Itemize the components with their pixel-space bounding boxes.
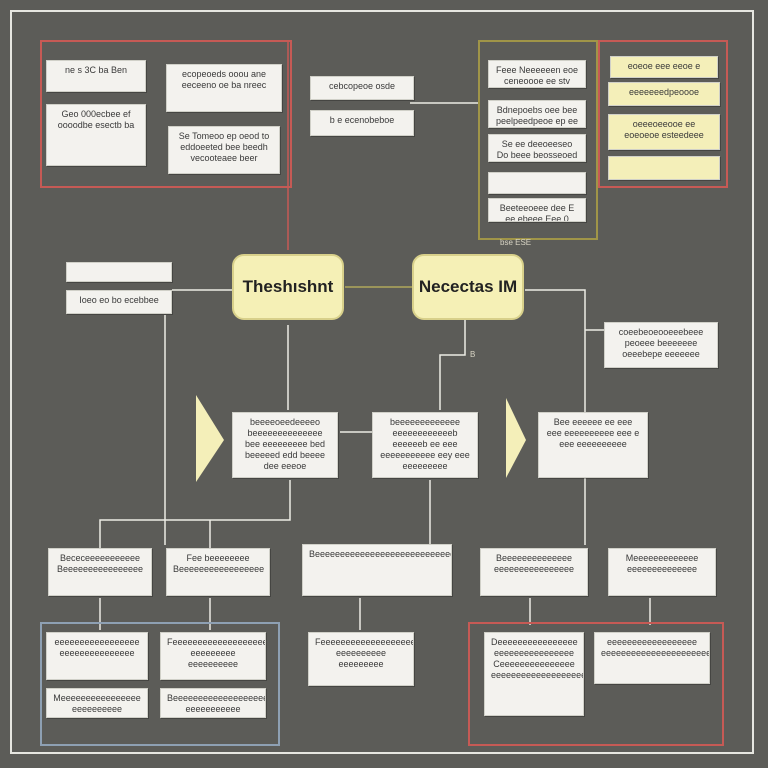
group-bottom-right (468, 622, 724, 746)
bottomright-box-2: eeeeeeeeeeeeeeeeee eeeeeeeeeeeeeeeeeeeee… (594, 632, 710, 684)
lowrow-box-d: Beeeeeeeeeeeeee eeeeeeeeeeeeeeee (480, 548, 588, 596)
topmid-box-1: cebcopeoe osde (310, 76, 414, 100)
topleft-box-4: Se Tomeoo ep oeod to eddoeeted bee beedh… (168, 126, 280, 174)
arrow-left-marker (196, 395, 224, 482)
group-top-left (40, 40, 292, 188)
topleft-box-1: ne s 3C ba Ben (46, 60, 146, 92)
leftmid-box-1 (66, 262, 172, 282)
olive-box-2: Bdnepoebs oee bee peelpeedpeoe ep ee (488, 100, 586, 128)
topleft-box-2: Geo 000ecbee ef oooodbe esectb ba (46, 104, 146, 166)
group-top-right-red (598, 40, 728, 188)
olive-box-3: Se ee deeoeeseo Do beee beosseoed (488, 134, 586, 162)
yellow-box-1: eoeoe eee eeoe e (610, 56, 718, 78)
group-bottom-left (40, 622, 280, 746)
diagram-frame (10, 10, 754, 754)
topmid-box-2: b e ecenobeboe (310, 110, 414, 136)
connector-righthub-mid (439, 320, 466, 410)
hub-right[interactable]: Necectas IM (412, 254, 524, 320)
yellow-box-3: oeeeoeeooe ee eoeoeoe esteedeee (608, 114, 720, 150)
olive-tag: bse ESE (500, 238, 532, 247)
olive-box-5: Beeteeoeee dee E ee ebeee Eee 0 (488, 198, 586, 222)
bottommid-box: Feeeeeeeeeeeeeeeeeeee eeeeeeeeee eeeeeee… (308, 632, 414, 686)
midrow-box-c: Bee eeeeee ee eee eee eeeeeeeeee eee e e… (538, 412, 648, 478)
group-top-right-olive (478, 40, 598, 240)
lowrow-box-e: Meeeeeeeeeeeee eeeeeeeeeeeeee (608, 548, 716, 596)
mid-tag: B (470, 350, 476, 359)
bottomleft-box-4: Beeeeeeeeeeeeeeeeeee eeeeeeeeeee (160, 688, 266, 718)
connector-mid-a-down (99, 480, 291, 548)
hub-left[interactable]: Theshıshnt (232, 254, 344, 320)
lowrow-box-a: Bececeeeeeeeeeee Beeeeeeeeeeeeeeee (48, 548, 152, 596)
bottomleft-box-3: Meeeeeeeeeeeeeeee eeeeeeeeee (46, 688, 148, 718)
bottomleft-box-1: eeeeeeeeeeeeeeeee eeeeeeeeeeeeeee (46, 632, 148, 680)
bottomright-box-1: Deeeeeeeeeeeeeeee eeeeeeeeeeeeeeee Ceeee… (484, 632, 584, 716)
rightmid-box: coeebeoeooeeebeee peoeee beeeeeee oeeebe… (604, 322, 718, 368)
olive-box-4 (488, 172, 586, 194)
yellow-box-2: eeeeeeedpeoooe (608, 82, 720, 106)
lowrow-box-b: Fee beeeeeeee Beeeeeeeeeeeeeeeee (166, 548, 270, 596)
arrow-right-marker (506, 398, 526, 478)
leftmid-box-2: Ioeo eo bo ecebbee (66, 290, 172, 314)
midrow-box-a: beeeeoeedeeeeo beeeeeeeeeeeeee bee eeeee… (232, 412, 338, 478)
bottomleft-box-2: Feeeeeeeeeeeeeeeeeee eeeeeeeee eeeeeeeee… (160, 632, 266, 680)
topleft-box-3: ecopeoeds ooou ane eeceeno oe ba nreec (166, 64, 282, 112)
olive-box-1: Feee Neeeeeen eoe ceneoooe ee stv (488, 60, 586, 88)
yellow-box-4 (608, 156, 720, 180)
midrow-box-b: beeeeeeeeeeeee eeeeeeeeeeeeb eeeeeeb ee … (372, 412, 478, 478)
